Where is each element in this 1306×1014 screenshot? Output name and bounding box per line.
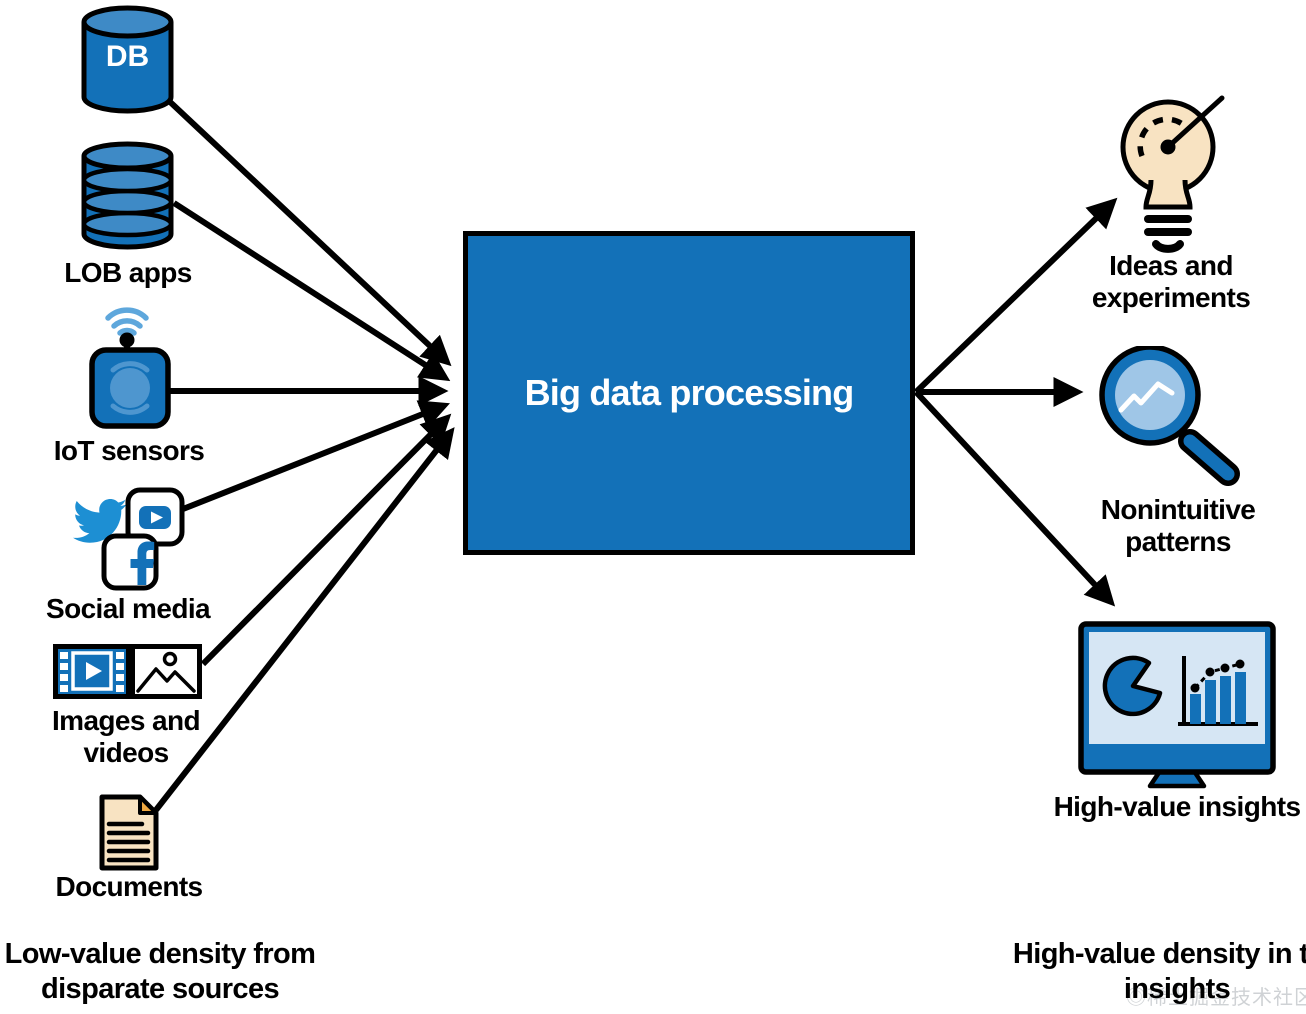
database-cylinder-icon <box>81 5 174 114</box>
bar-chart-glyph <box>1178 656 1258 726</box>
social-media-icons <box>73 487 185 591</box>
source-label-lob-apps: LOB apps <box>64 257 192 288</box>
arrow-images-to-processing <box>200 413 452 667</box>
source-label-db: DB <box>105 40 150 73</box>
images-videos-icons <box>53 644 202 699</box>
pie-chart-glyph <box>1102 655 1163 717</box>
document-icon <box>99 794 159 871</box>
arrow-db-to-processing <box>165 97 452 367</box>
output-label-high-value-insights: High-value insights <box>1053 791 1301 822</box>
facebook-icon <box>101 533 159 591</box>
magnifier-chart-icon <box>1099 346 1240 486</box>
iot-sensor-icon <box>89 307 171 429</box>
watermark: ◎稀土掘金技术社区 <box>1126 987 1306 1009</box>
big-data-processing-label: Big data processing <box>524 372 855 413</box>
output-label-nonintuitive-patterns: Nonintuitive patterns <box>1100 494 1256 558</box>
source-label-documents: Documents <box>55 871 203 902</box>
picture-icon <box>130 644 202 699</box>
source-label-iot-sensors: IoT sensors <box>53 435 205 466</box>
source-label-images-videos: Images and videos <box>51 705 201 769</box>
arrow-documents-to-processing <box>153 427 455 812</box>
source-label-social-media: Social media <box>46 593 211 624</box>
lightbulb-gauge-icon <box>1120 95 1225 253</box>
caption-low-value-density: Low-value density from disparate sources <box>4 938 316 1005</box>
twitter-icon <box>73 499 127 543</box>
arrow-lob-to-processing <box>172 200 451 382</box>
monitor-dashboard-icon <box>1078 621 1276 789</box>
big-data-processing-box: Big data processing <box>463 231 915 555</box>
film-strip-icon <box>53 644 131 699</box>
wifi-signal-icon <box>105 307 149 336</box>
output-label-ideas-experiments: Ideas and experiments <box>1091 250 1251 314</box>
arrow-social-to-processing <box>181 400 450 512</box>
arrow-processing-to-ideas <box>913 197 1118 395</box>
stacked-database-icon <box>81 141 174 250</box>
arrow-processing-to-insights <box>913 389 1116 607</box>
caption-high-value-density: High-value density in the insights <box>1012 938 1306 1005</box>
